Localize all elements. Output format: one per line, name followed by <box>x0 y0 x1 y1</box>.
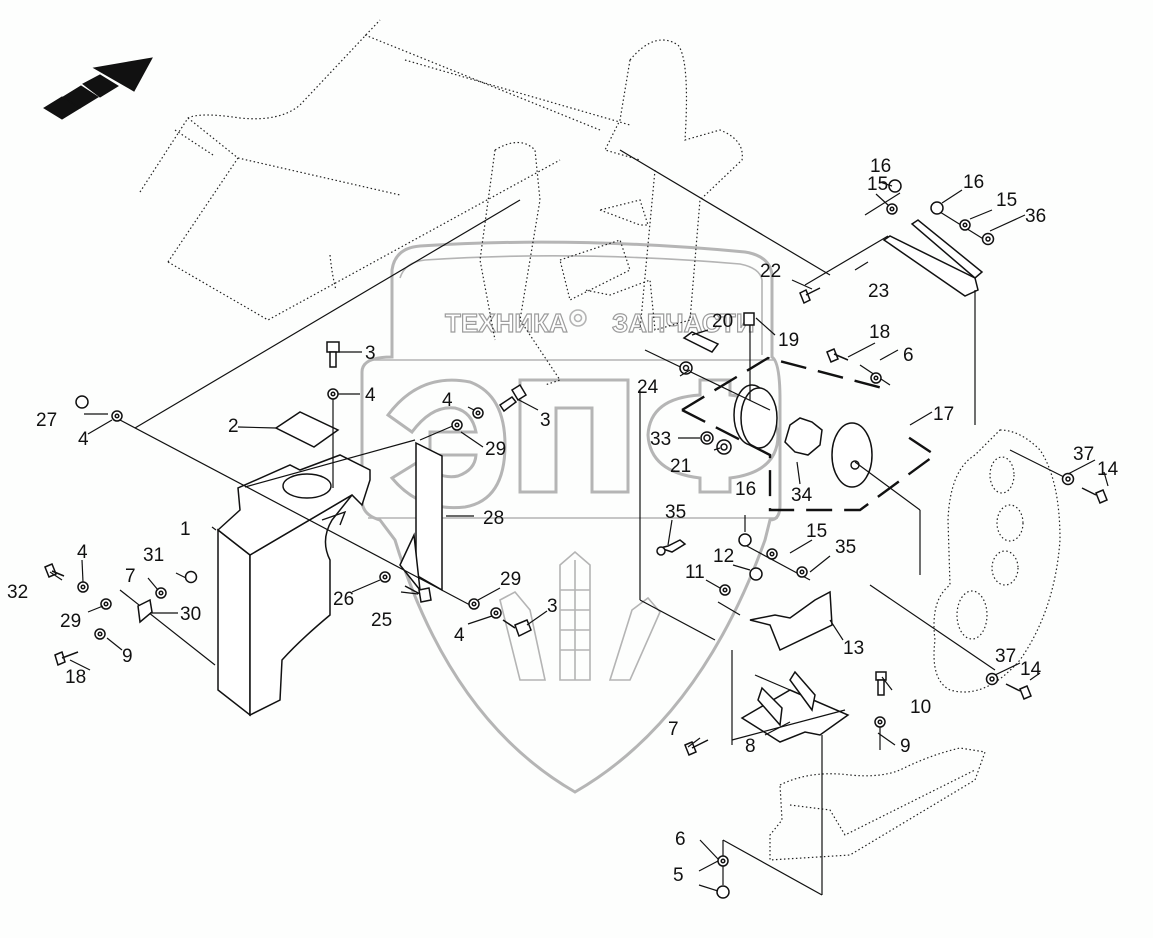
callout-33: 33 <box>650 429 671 450</box>
callout-6: 6 <box>903 345 914 366</box>
callout-21: 21 <box>670 456 691 477</box>
watermark-text-right: ЗАПЧАСТИ <box>612 308 755 338</box>
clip-35-icon <box>657 539 687 553</box>
callout-22: 22 <box>760 261 781 282</box>
callout-34: 34 <box>791 485 813 506</box>
callout-35: 35 <box>665 502 686 523</box>
callout-31: 31 <box>143 545 164 566</box>
callout-15: 15 <box>867 174 888 195</box>
forward-direction-arrow-icon <box>43 57 153 120</box>
callout-18: 18 <box>65 667 86 688</box>
callout-17: 17 <box>933 404 954 425</box>
callout-15: 15 <box>996 190 1017 211</box>
part-1-panel <box>216 454 371 717</box>
part-13-mount-bracket <box>749 590 833 652</box>
tab-30-icon <box>137 598 153 624</box>
callout-14: 14 <box>1020 659 1042 680</box>
callout-28: 28 <box>483 508 504 529</box>
callout-4: 4 <box>77 542 88 563</box>
part-8-base-plate <box>740 670 850 743</box>
callout-37: 37 <box>1073 444 1094 465</box>
nut-16-icon <box>888 179 902 193</box>
callout-11: 11 <box>685 562 705 583</box>
callout-16: 16 <box>870 156 891 177</box>
callout-6: 6 <box>675 829 686 850</box>
callout-16: 16 <box>963 172 984 193</box>
callout-27: 27 <box>36 410 57 431</box>
watermark-text-left: ТЕХНИКА <box>445 308 568 338</box>
watermark-shield-outline <box>360 240 782 794</box>
callout-23: 23 <box>868 281 889 302</box>
callout-leaders <box>49 181 1109 892</box>
callout-14: 14 <box>1097 459 1119 480</box>
callout-26: 26 <box>333 589 354 610</box>
callout-2: 2 <box>228 416 239 437</box>
callout-15: 15 <box>806 521 827 542</box>
callout-29: 29 <box>60 611 81 632</box>
callout-4: 4 <box>78 429 89 450</box>
callout-7: 7 <box>125 566 136 587</box>
callout-16: 16 <box>735 479 756 500</box>
nut-16-icon <box>930 201 944 215</box>
callout-32: 32 <box>7 582 28 603</box>
callout-3: 3 <box>540 410 551 431</box>
part-23-bracket <box>882 219 984 297</box>
callout-25: 25 <box>371 610 392 631</box>
callout-9: 9 <box>900 736 911 757</box>
callout-29: 29 <box>485 439 506 460</box>
watermark-pencils <box>499 550 661 681</box>
ghosted-frame <box>139 19 1061 861</box>
nut-27-icon <box>75 395 89 409</box>
key-20-icon <box>682 331 720 353</box>
nut-31-icon <box>184 570 198 584</box>
part-2-cover-plate <box>274 411 340 448</box>
callout-3: 3 <box>365 343 376 364</box>
callout-18: 18 <box>869 322 890 343</box>
watermark: ТЕХНИКА ЗАПЧАСТИ <box>360 240 782 794</box>
callout-7: 7 <box>668 719 679 740</box>
callout-24: 24 <box>637 377 659 398</box>
callout-29: 29 <box>500 569 521 590</box>
callout-35: 35 <box>835 537 856 558</box>
part-28-plate <box>399 441 443 593</box>
callout-8: 8 <box>745 736 756 757</box>
callout-13: 13 <box>843 638 864 659</box>
callout-labels: 1 2 3 3 3 4 4 4 4 4 5 6 6 7 7 8 9 9 10 1… <box>7 156 1119 886</box>
callout-19: 19 <box>778 330 799 351</box>
callout-36: 36 <box>1025 206 1046 227</box>
coupling-assembly <box>681 356 938 512</box>
callout-30: 30 <box>180 604 201 625</box>
fasteners <box>44 179 1108 899</box>
callout-3: 3 <box>547 596 558 617</box>
watermark-letter-e <box>385 378 507 510</box>
callout-9: 9 <box>122 646 133 667</box>
callout-37: 37 <box>995 646 1016 667</box>
watermark-letter-p <box>518 378 630 494</box>
nut-5-icon <box>716 885 730 899</box>
callout-4: 4 <box>365 385 376 406</box>
callout-4: 4 <box>442 390 453 411</box>
callout-1: 1 <box>180 519 191 540</box>
callout-4: 4 <box>454 625 465 646</box>
callout-10: 10 <box>910 697 931 718</box>
gear-icon <box>569 309 587 327</box>
nut-12-icon <box>749 567 763 581</box>
callout-12: 12 <box>713 546 734 567</box>
callout-5: 5 <box>673 865 684 886</box>
nut-16-icon <box>738 533 752 547</box>
callout-20: 20 <box>712 311 733 332</box>
